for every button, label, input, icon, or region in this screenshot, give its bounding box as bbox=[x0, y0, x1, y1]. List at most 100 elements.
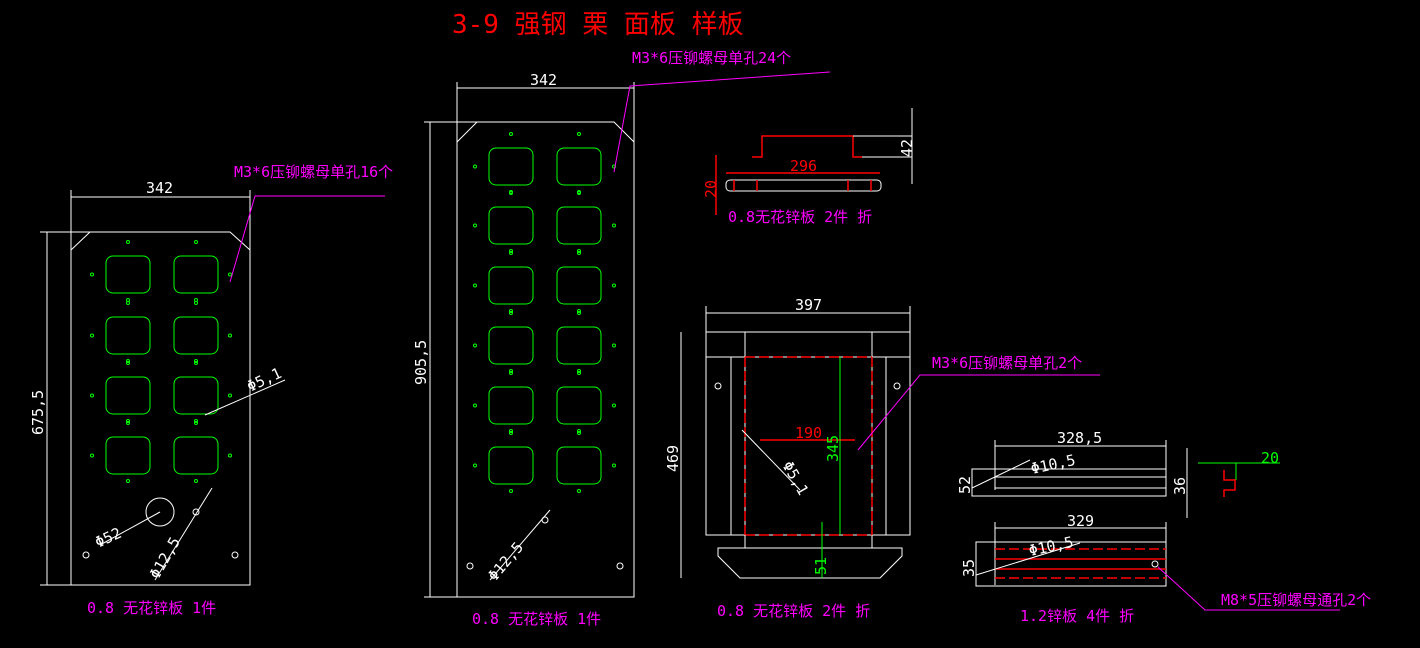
panel-1-height-dim: 675,5 bbox=[29, 390, 47, 435]
panel-5-note-leader bbox=[1157, 566, 1340, 611]
panel-3-height-dim: 42 bbox=[898, 139, 916, 157]
panel-5-top-hole-dim: Φ10,5 bbox=[1029, 451, 1077, 478]
drawing-title: 3-9 强钢 栗 面板 样板 bbox=[452, 10, 744, 40]
rivet-hole bbox=[509, 369, 513, 373]
cutout bbox=[556, 147, 602, 186]
panel-1: 342 675,5 M3*6压铆螺母单孔16个 Φ5,1 Φ52 Φ12,5 0… bbox=[29, 163, 393, 617]
rivet-hole bbox=[473, 343, 477, 348]
cutout bbox=[173, 436, 219, 475]
rivet-hole bbox=[509, 489, 513, 493]
rivet-hole bbox=[194, 359, 198, 363]
cutout bbox=[488, 147, 534, 186]
panel-5-note: M8*5压铆螺母通孔2个 bbox=[1221, 591, 1371, 609]
cutout bbox=[488, 206, 534, 245]
cutout bbox=[488, 446, 534, 485]
rivet-hole bbox=[612, 283, 616, 288]
cutout bbox=[105, 255, 151, 294]
cutout bbox=[488, 386, 534, 425]
cutout bbox=[173, 376, 219, 415]
rivet-hole bbox=[509, 309, 513, 313]
rivet-hole bbox=[577, 429, 581, 433]
rivet-hole bbox=[473, 403, 477, 408]
panel-1-hole-mid-dim: Φ12,5 bbox=[146, 534, 184, 582]
panel-4-note: M3*6压铆螺母单孔2个 bbox=[932, 354, 1082, 372]
rivet-hole bbox=[228, 333, 232, 338]
rivet-hole bbox=[194, 419, 198, 423]
panel-4-bottom-dim: 51 bbox=[812, 557, 830, 575]
panel-2-hole-mid-dim: Φ12,5 bbox=[484, 538, 527, 584]
rivet-hole bbox=[126, 359, 130, 363]
rivet-hole bbox=[577, 369, 581, 373]
panel-3: 42 296 20 0.8无花锌板 2件 折 bbox=[702, 108, 916, 226]
cutout bbox=[556, 326, 602, 365]
cutout bbox=[556, 266, 602, 305]
rivet-hole bbox=[577, 309, 581, 313]
panel-1-cutouts bbox=[90, 240, 232, 483]
panel-3-caption: 0.8无花锌板 2件 折 bbox=[728, 208, 872, 226]
panel-2-height-dim: 905,5 bbox=[412, 340, 430, 385]
rivet-hole bbox=[194, 301, 198, 305]
rivet-hole bbox=[509, 132, 513, 136]
rivet-hole bbox=[509, 249, 513, 253]
cutout bbox=[556, 386, 602, 425]
panel-5-bottom-strip bbox=[975, 541, 1167, 587]
rivet-hole bbox=[90, 393, 94, 398]
panel-5-caption: 1.2锌板 4件 折 bbox=[1020, 607, 1134, 625]
panel-4-hole-dim: Φ5,1 bbox=[779, 458, 813, 498]
panel-5-top-strip bbox=[971, 468, 1167, 497]
cutout bbox=[105, 376, 151, 415]
rivet-hole bbox=[473, 463, 477, 468]
panel-1-hole-big-dim: Φ52 bbox=[92, 524, 124, 552]
panel-1-caption: 0.8 无花锌板 1件 bbox=[87, 599, 216, 617]
panel-2-outline bbox=[456, 121, 635, 598]
cutout bbox=[488, 266, 534, 305]
panel-2-width-dim: 342 bbox=[530, 71, 557, 89]
rivet-hole bbox=[228, 453, 232, 458]
rivet-hole bbox=[90, 272, 94, 277]
rivet-hole bbox=[126, 361, 130, 365]
cutout bbox=[173, 255, 219, 294]
panel-2-note-leader bbox=[613, 71, 831, 173]
panel-1-note-leader bbox=[229, 195, 385, 283]
rivet-hole bbox=[228, 272, 232, 277]
panel-2-cutouts bbox=[473, 132, 616, 493]
rivet-hole bbox=[126, 301, 130, 305]
rivet-hole bbox=[577, 431, 581, 435]
rivet-hole bbox=[509, 431, 513, 435]
rivet-hole bbox=[577, 191, 581, 195]
cutout bbox=[105, 436, 151, 475]
cutout bbox=[105, 316, 151, 355]
panel-5-bottom-hole-dim: Φ10,5 bbox=[1027, 533, 1075, 560]
panel-4-width-dim: 397 bbox=[795, 296, 822, 314]
rivet-hole bbox=[126, 419, 130, 423]
panel-4-outline bbox=[705, 356, 911, 536]
rivet-hole bbox=[509, 191, 513, 195]
rivet-hole bbox=[473, 283, 477, 288]
panel-3-side-dim: 20 bbox=[702, 180, 720, 198]
rivet-hole bbox=[126, 479, 130, 483]
panel-4-note-leader bbox=[857, 374, 1100, 451]
panel-5: 328,5 Φ10,5 52 36 20 329 Φ10,5 35 M8*5压铆… bbox=[956, 429, 1371, 625]
panel-2-caption: 0.8 无花锌板 1件 bbox=[472, 610, 601, 628]
rivet-hole bbox=[509, 371, 513, 375]
rivet-hole bbox=[194, 479, 198, 483]
rivet-hole bbox=[126, 240, 130, 244]
cutout bbox=[173, 316, 219, 355]
panel-3-strip bbox=[725, 179, 882, 192]
panel-5-top-height-dim: 52 bbox=[956, 476, 974, 494]
rivet-hole bbox=[509, 251, 513, 255]
rivet-hole bbox=[194, 240, 198, 244]
rivet-hole bbox=[612, 403, 616, 408]
panel-5-top-side-dim: 36 bbox=[1171, 477, 1189, 495]
panel-5-bottom-height-dim: 35 bbox=[960, 559, 978, 577]
rivet-hole bbox=[577, 251, 581, 255]
panel-4-caption: 0.8 无花锌板 2件 折 bbox=[717, 602, 870, 620]
rivet-hole bbox=[90, 333, 94, 338]
panel-2: 342 905,5 M3*6压铆螺母单孔24个 Φ12,5 0.8 无花锌板 1… bbox=[412, 49, 831, 628]
rivet-hole bbox=[577, 371, 581, 375]
rivet-hole bbox=[473, 164, 477, 169]
rivet-hole bbox=[228, 393, 232, 398]
cutout bbox=[488, 326, 534, 365]
rivet-hole bbox=[577, 311, 581, 315]
